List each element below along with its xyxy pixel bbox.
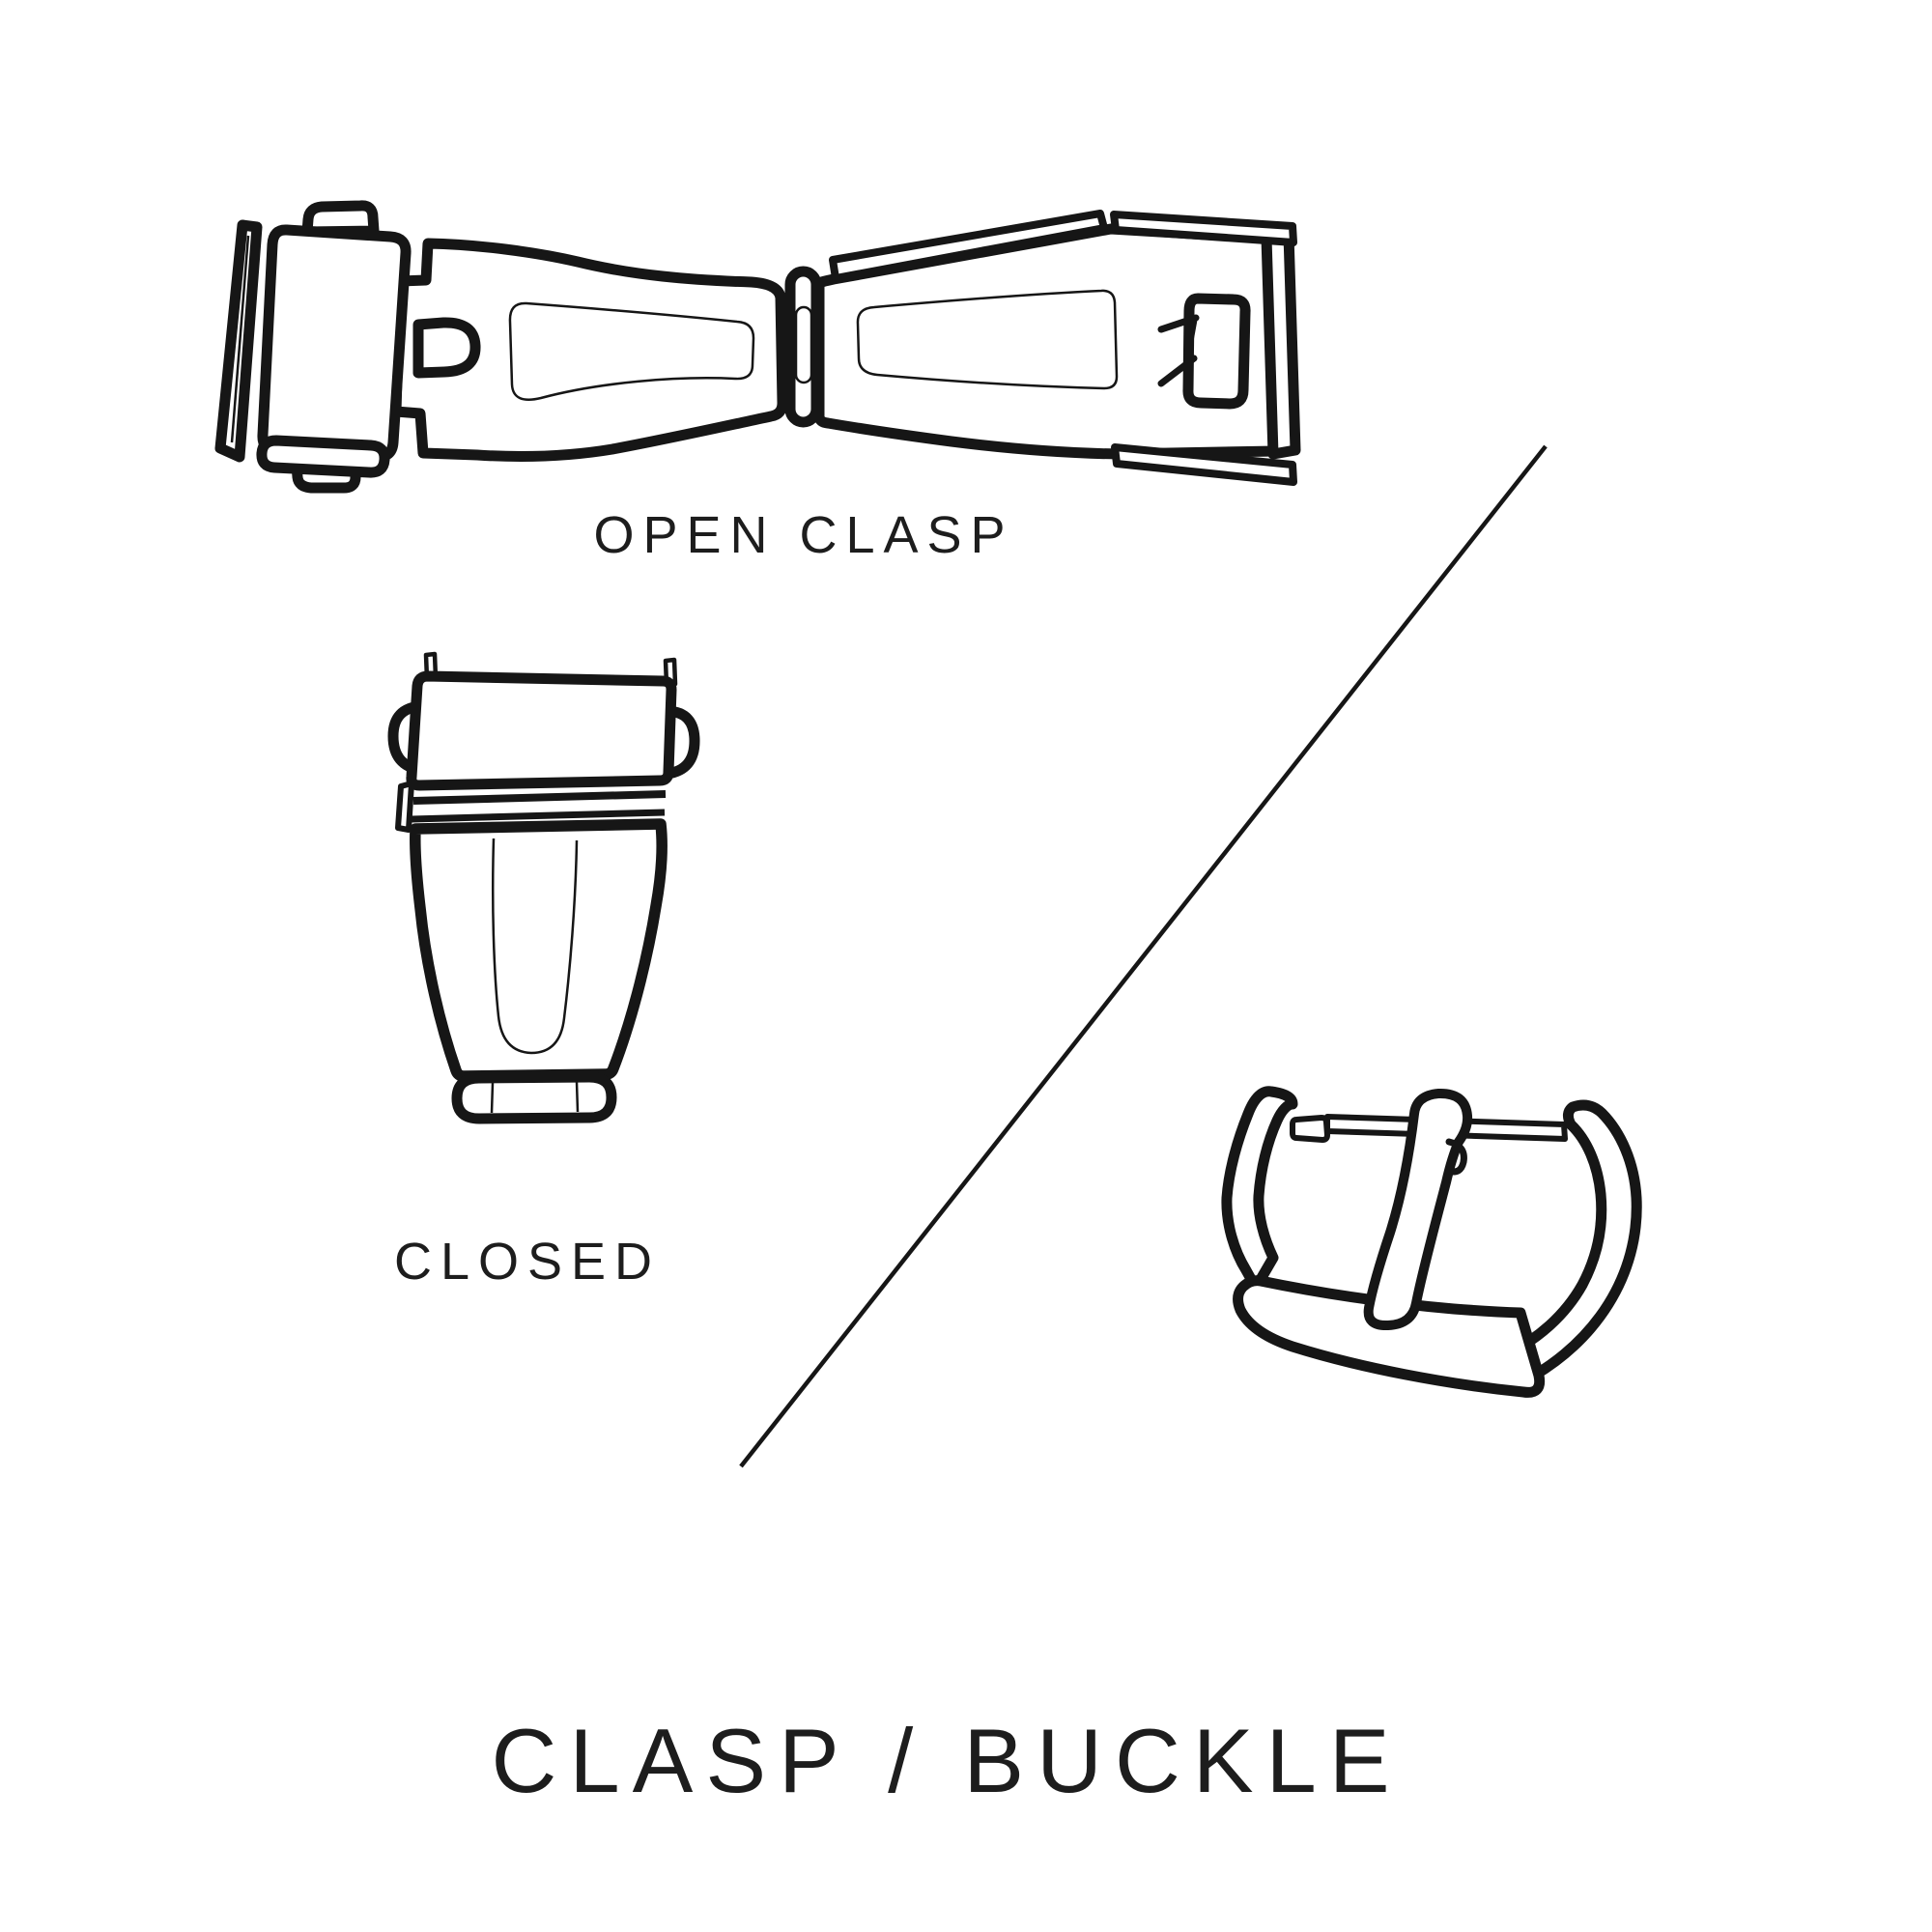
open-clasp-caption: OPEN CLASP [593, 506, 1014, 564]
closed-clasp-caption: CLOSED [393, 1233, 662, 1291]
buckle-illustration [1221, 1086, 1642, 1398]
open-clasp-illustration [214, 200, 1301, 494]
closed-clasp-illustration [387, 651, 700, 1124]
divider-line [739, 444, 1548, 1468]
page-title: CLASP / BUCKLE [491, 1710, 1403, 1811]
